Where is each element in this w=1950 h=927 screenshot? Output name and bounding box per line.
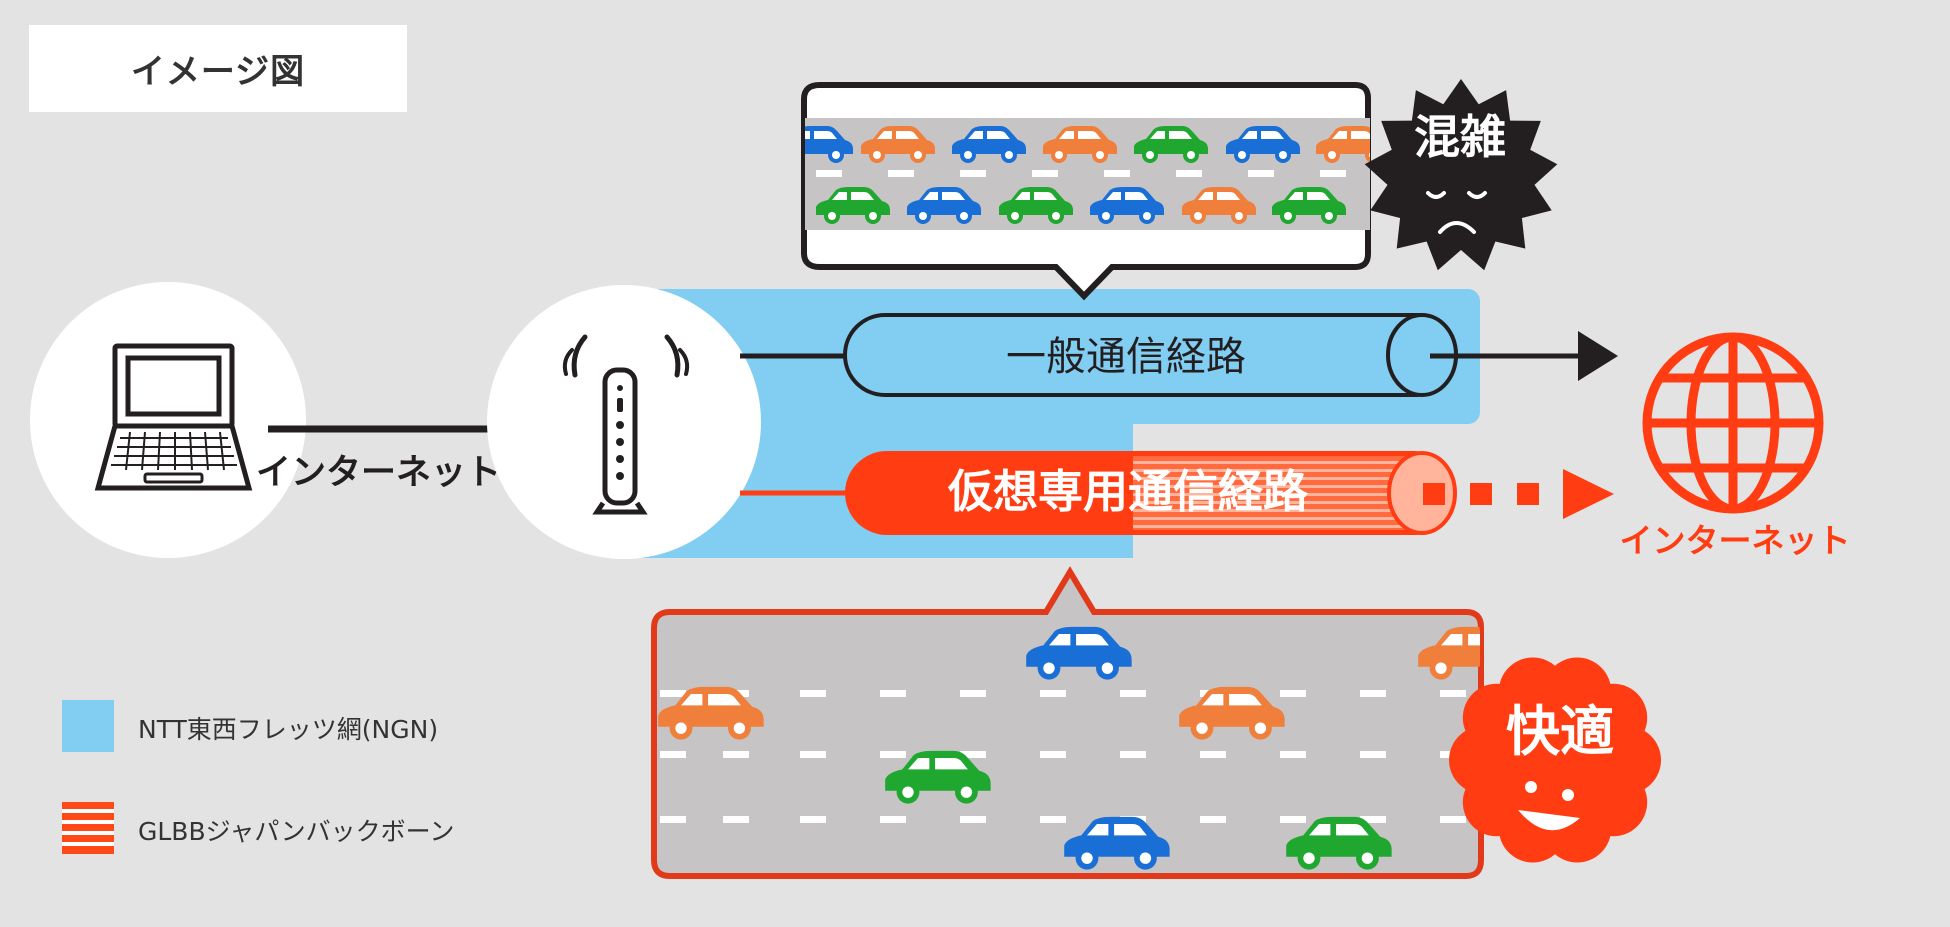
- congested-badge: 混雑: [1365, 79, 1558, 270]
- legend-label-glbb: GLBBジャパンバックボーン: [138, 817, 454, 846]
- legend-swatch-glbb: [62, 802, 114, 854]
- laptop-node: [30, 282, 306, 558]
- globe-icon: [1647, 337, 1819, 509]
- congested-label: 混雑: [1414, 110, 1506, 164]
- congested-bubble: [779, 85, 1390, 296]
- legend-label-ngn: NTT東西フレッツ網(NGN): [138, 715, 438, 744]
- vpn-route-label: 仮想専用通信経路: [947, 465, 1309, 518]
- legend: NTT東西フレッツ網(NGN) GLBBジャパンバックボーン: [62, 700, 454, 854]
- router-node: [487, 285, 761, 559]
- normal-route-label: 一般通信経路: [1006, 334, 1246, 380]
- internet-label: インターネット: [1620, 521, 1851, 560]
- comfortable-label: 快適: [1506, 700, 1614, 763]
- legend-swatch-ngn: [62, 700, 114, 752]
- comfortable-badge: 快適: [1449, 658, 1661, 863]
- comfortable-bubble: [654, 572, 1524, 876]
